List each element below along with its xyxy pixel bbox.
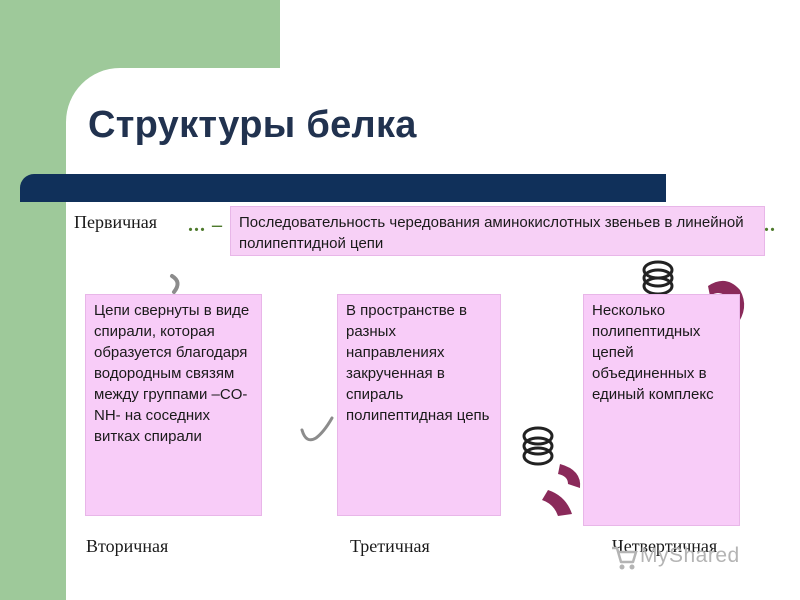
description-tertiary: В пространстве в разных направлениях зак…	[337, 294, 501, 516]
title-underline-bar	[20, 174, 666, 202]
watermark-text: MyShared	[640, 544, 740, 567]
quaternary-helix-bottom-icon	[522, 426, 581, 516]
title-underline-bar-stub	[20, 188, 80, 202]
label-secondary: Вторичная	[86, 536, 169, 556]
label-primary: Первичная	[74, 212, 158, 232]
watermark: MyShared	[606, 538, 766, 578]
description-primary: Последовательность чередования аминокисл…	[230, 206, 765, 256]
dots-right: ..	[764, 214, 776, 236]
slide-title: Структуры белка	[88, 104, 417, 146]
label-quaternary: Четвертичная	[612, 536, 718, 556]
helix-fragment-icon	[170, 274, 180, 294]
description-quaternary: Несколько полипептидных цепей объединенн…	[583, 294, 740, 526]
tertiary-coil-icon	[300, 416, 334, 442]
dots-left: ... –	[188, 214, 223, 236]
description-secondary: Цепи свернуты в виде спирали, которая об…	[85, 294, 262, 516]
cart-icon	[612, 546, 638, 570]
label-tertiary: Третичная	[350, 536, 430, 556]
